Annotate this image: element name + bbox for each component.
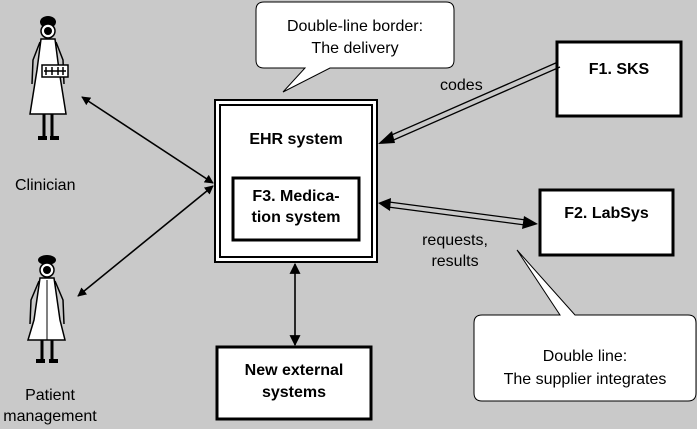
medication-line1: F3. Medica- [252, 188, 340, 205]
codes-label: codes [440, 77, 483, 94]
patient-management-label: Patient management [0, 385, 100, 427]
clinician-label: Clinician [15, 177, 76, 194]
external-systems-title: New external systems [217, 360, 371, 404]
patient-label-line2: management [3, 408, 97, 425]
callout-top-text: Double-line border: The delivery [256, 16, 454, 60]
external-line2: systems [261, 384, 327, 401]
sks-double-line [378, 61, 561, 144]
sks-title: F1. SKS [588, 61, 650, 78]
callout-bottom-line2: The supplier integrates [503, 371, 667, 388]
requests-results-label: requests, results [405, 230, 505, 272]
requests-label: requests, [422, 232, 488, 249]
labsys-box [538, 188, 675, 257]
callout-bottom-bubble [473, 249, 697, 402]
sks-box [555, 40, 683, 118]
medication-system-box [231, 176, 361, 242]
external-systems-box [215, 345, 373, 421]
callout-top-line2: The delivery [311, 40, 399, 57]
labsys-double-line [378, 198, 538, 229]
callout-bottom-text: Double line: The supplier integrates [474, 345, 696, 391]
clinician-arrow [81, 96, 214, 184]
clinician-figure [29, 16, 69, 140]
callout-top-line1: Double-line border: [286, 18, 424, 35]
labsys-title: F2. LabSys [564, 205, 649, 222]
patient-label-line1: Patient [25, 387, 75, 404]
patient-management-figure [26, 255, 66, 363]
medication-line2: tion system [251, 209, 341, 226]
callout-bottom-line1: Double line: [542, 348, 628, 365]
patient-arrow [77, 185, 214, 297]
results-label: results [431, 253, 479, 270]
external-line1: New external [244, 362, 344, 379]
ehr-system-title: EHR system [249, 131, 343, 148]
medication-system-title: F3. Medica- tion system [233, 186, 359, 228]
callout-top-bubble [255, 1, 455, 93]
